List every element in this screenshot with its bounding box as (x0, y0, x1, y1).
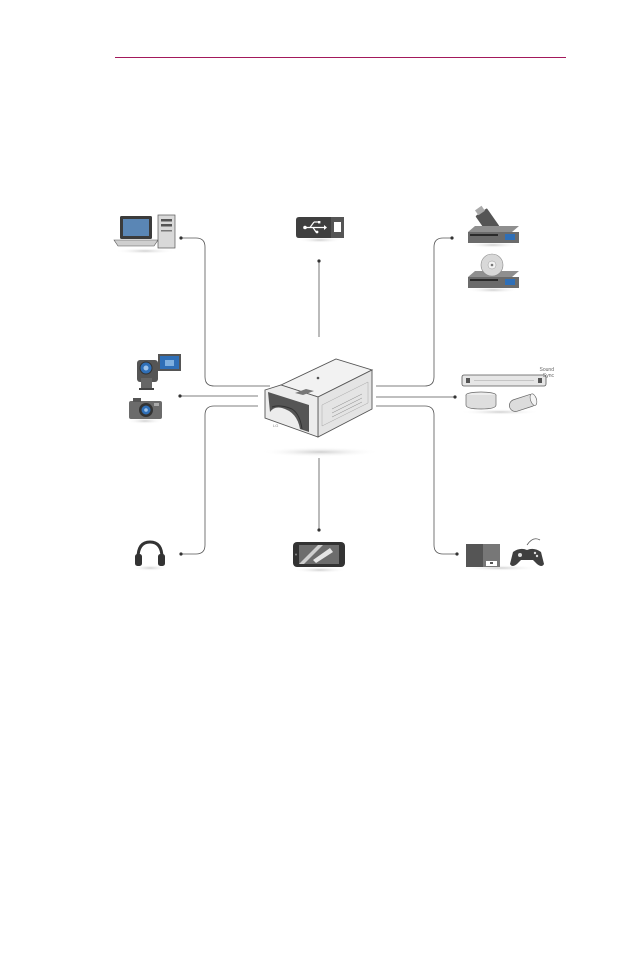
pc-icon (114, 215, 175, 248)
dvd-player-icon (468, 254, 519, 288)
media-player-icon (468, 204, 519, 243)
line-headphones (181, 406, 258, 554)
camcorder-icon (137, 354, 181, 390)
projector-icon: LG (265, 359, 372, 437)
camera-icon (129, 398, 162, 419)
line-pc (181, 238, 270, 386)
game-controller-icon (510, 539, 544, 566)
usb-icon (296, 217, 344, 238)
set-top-box-icon (466, 544, 500, 567)
headphones-icon (135, 542, 165, 566)
svg-text:LG: LG (273, 423, 278, 428)
line-stb (376, 406, 457, 554)
line-media (376, 238, 452, 386)
smartphone-icon (293, 542, 345, 567)
sound-sync-label: Sound Sync (514, 367, 554, 379)
